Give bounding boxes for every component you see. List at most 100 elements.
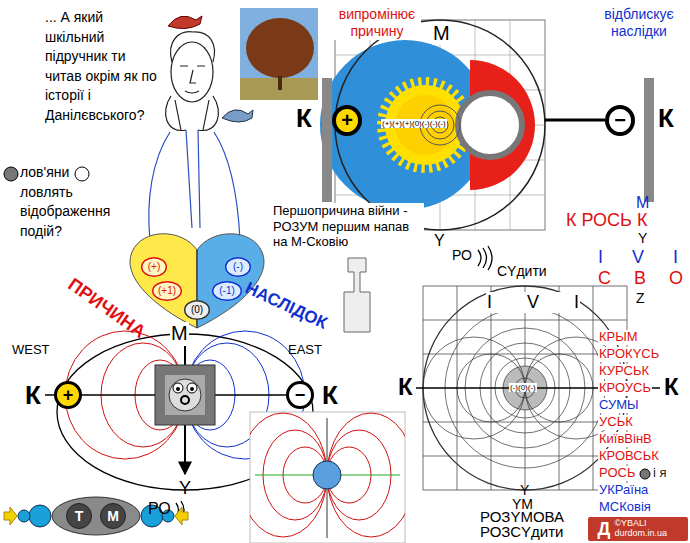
charge-circle: − [286,381,314,409]
charge-circle: + [332,105,362,136]
circle-shape [288,383,313,408]
cause-effect-disc-part [338,119,605,122]
word-part: РОЗСYдити [480,524,563,540]
field-lines-image-part [250,412,405,543]
circle-shape [185,301,210,320]
dipole-field-part [165,375,205,415]
place-name: КиївВінВ [598,432,653,447]
node-text: Т [75,509,84,523]
node-text: + [63,386,74,404]
thesis-note: Першопричина війни - РОЗУМ першим напав … [272,203,424,250]
pole-letter: М [170,322,189,345]
dipole-field-part [181,396,189,404]
charge-circle: (+1) [152,281,182,301]
old-man-sketch-part [171,32,215,62]
chain-figure-part [175,507,188,525]
watermark-box: Д©YBALI durdom.in.ua [588,517,688,541]
word-puzzle: I V I [598,247,678,268]
pole-letter: К [398,373,413,401]
word-puzzle: С В О [598,268,683,289]
place-name: МСКовія [598,500,652,515]
pole-letter: К [322,381,338,411]
charge-circle: (0) [184,300,210,320]
place-name: КУРСЬК [598,364,650,379]
place-name: УКРаїна [598,483,649,498]
cause-effect-disc [320,20,654,230]
dipole-field-part [169,379,201,411]
old-man-sketch-part [190,70,196,83]
circle-shape [67,504,92,529]
charge-row: (-)(0)(-) [509,383,537,392]
shirt-lines-part [149,130,240,240]
node-text: М [107,509,119,523]
place-name: КРОУСЬ [598,381,652,396]
charge-row: (+)(+)(+)(0)(-)(-)(-) [381,119,447,128]
pole-letter: Y [179,478,191,499]
dipole-field-part [187,383,197,393]
cause-effect-disc-part [644,78,654,202]
sound-arcs [176,246,492,519]
nest-photo [240,8,318,100]
symbol-circle-part [640,469,650,479]
circle-shape [142,258,167,277]
charge-circle: (-1) [212,281,242,301]
pole-letter: Y [638,230,647,246]
grid-circle [416,286,660,490]
place-name: і я [652,466,668,481]
old-man-sketch [166,32,219,131]
field-lines-image-part [313,461,341,489]
old-man-sketch-part [171,42,213,102]
pole-letter: М [636,194,649,212]
pole-letter: Z [636,290,645,306]
place-name: РОСЬ [598,466,636,481]
circle-shape [334,107,360,134]
effect-label: НАСЛІДОК [242,278,330,333]
node-text: (0) [191,305,203,315]
question-note: ... А який шкільний підручник ти читав о… [45,8,163,126]
caption-text: випромінює причину [333,6,421,40]
dipole-field-part [176,387,180,391]
dipole-field-part [190,387,194,391]
pole-letter: К [664,373,679,401]
caption-text: відблискує наслідки [592,6,686,40]
word-puzzle: I V I [486,292,580,313]
nest-photo-part [240,8,318,100]
shirt-lines [149,130,240,240]
old-man-sketch-part [166,96,219,130]
old-man-sketch-part [185,91,199,93]
heart-shape [130,234,264,328]
word-part: РО [452,247,472,263]
field-lines-image [239,412,415,543]
word-part: РО [148,500,171,518]
field-lines-image-part [250,413,405,537]
direction-label: WEST [12,343,50,358]
node-note: ©YBALI durdom.in.ua [614,519,678,539]
circle-shape [101,504,126,529]
circle-shape [213,282,242,301]
cause-label: ПРИЧИНА [64,274,149,342]
node-text: − [295,386,306,404]
bird-icon-part [168,16,202,29]
charge-circle: Т [66,503,92,529]
chain-figure-part [4,507,17,525]
sound-arcs-part [478,246,492,270]
node-text: (-1) [219,286,235,296]
node-text: (+) [148,262,161,272]
place-name: КРЫМ [598,330,639,345]
place-name: КРОКYСЬ [598,347,660,362]
node-text: + [341,110,353,130]
question-note: лов'яни ловлять відображення подій? [20,163,118,241]
chain-figure [4,497,188,535]
circle-shape [153,282,182,301]
chain-figure-part [52,497,140,535]
symbol-circle-part [4,167,18,181]
statue-figure [344,258,370,332]
node-text: (+1) [158,286,176,296]
nest-photo-part [246,18,314,78]
place-name: КРОВСЬК [598,449,660,464]
charge-circle: + [54,381,82,409]
place-name: УСЬК [598,415,634,430]
circle-shape [607,107,633,134]
circle-shape [226,258,251,277]
